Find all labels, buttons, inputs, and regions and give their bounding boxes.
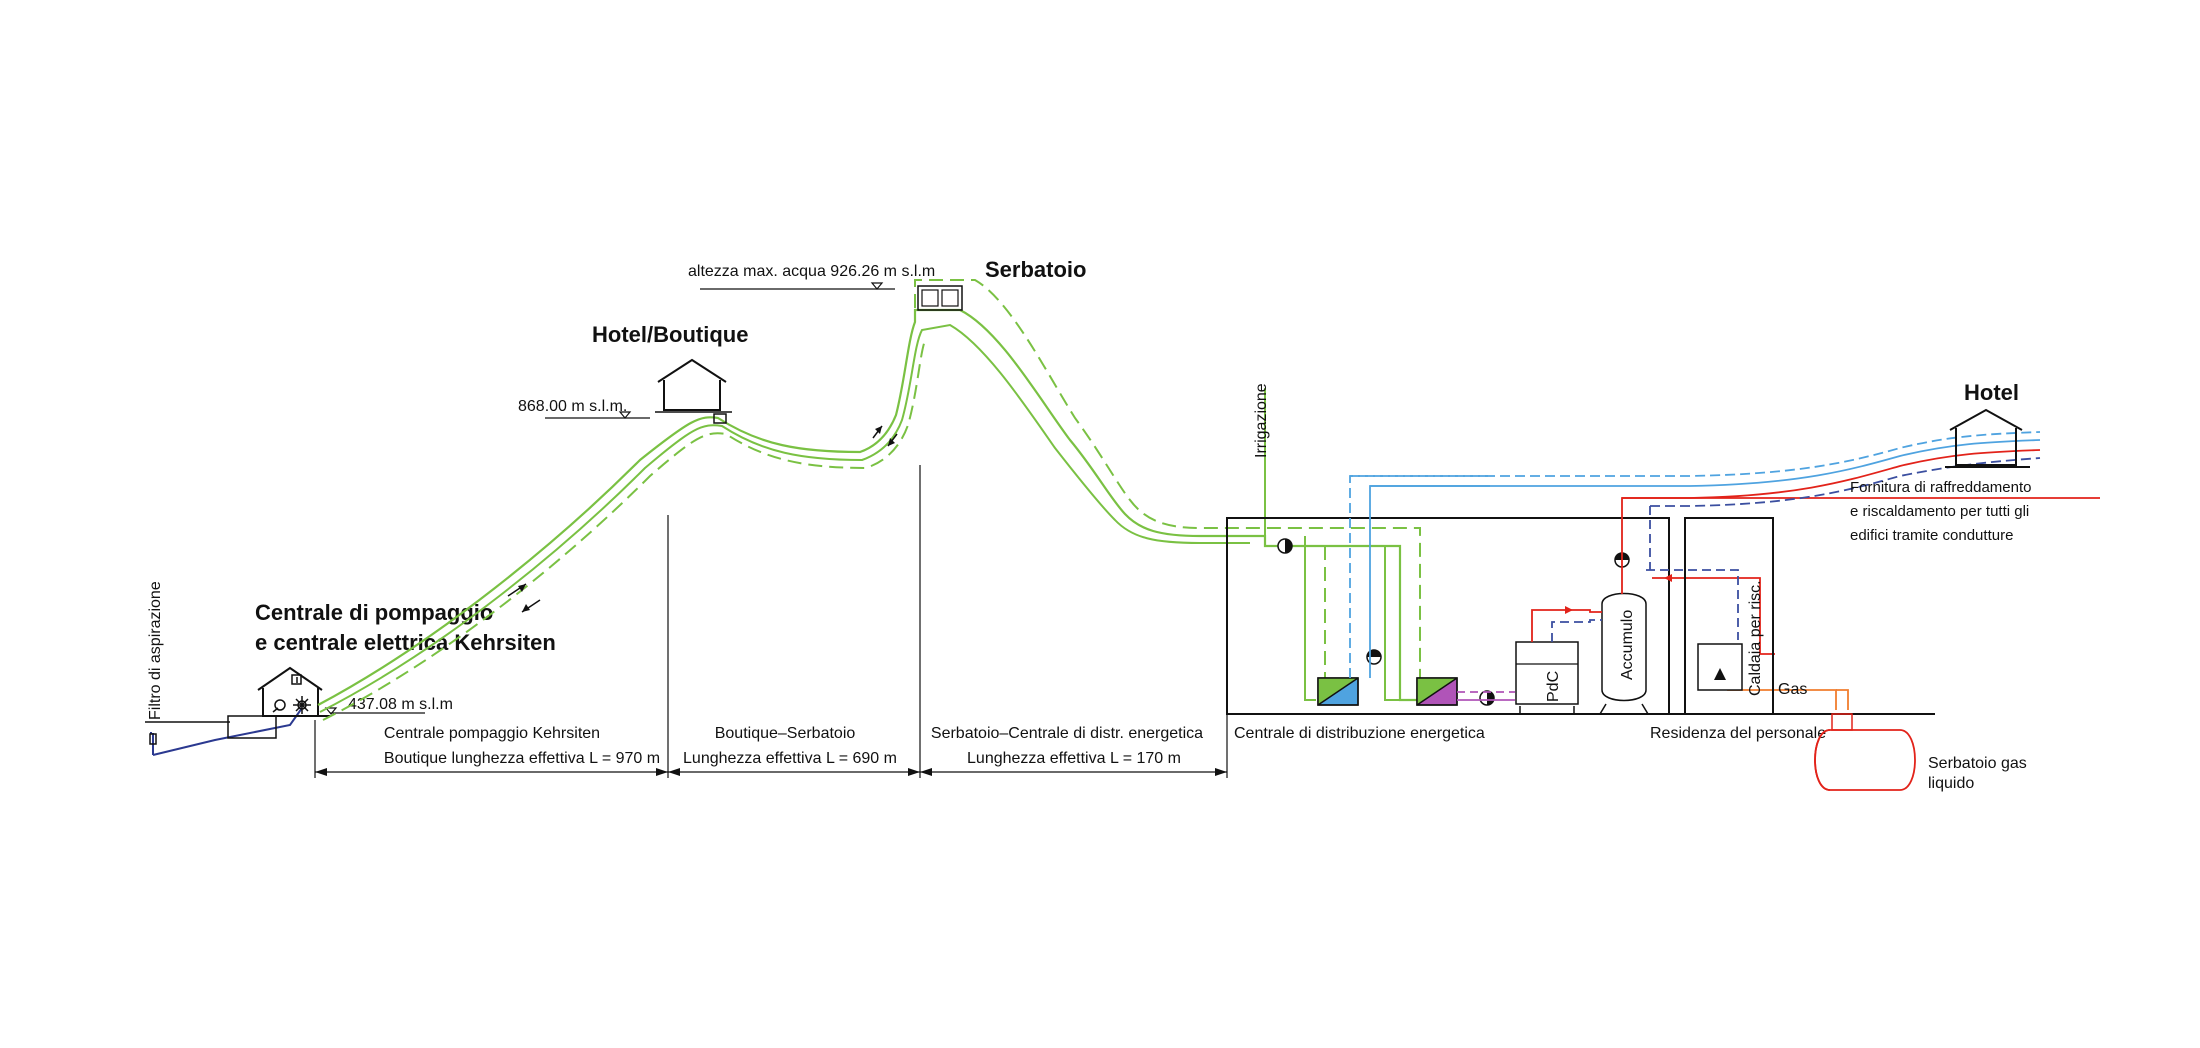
pump-icon — [274, 699, 286, 711]
house-icon — [1949, 408, 2023, 466]
heat-exchanger-icon — [1317, 677, 1359, 706]
hotel-boutique-title: Hotel/Boutique — [592, 322, 748, 347]
residenza-label: Residenza del personale — [1650, 725, 1826, 742]
filtro-label: Filtro di aspirazione — [147, 581, 164, 720]
serbatoio-title: Serbatoio — [985, 257, 1086, 282]
segment-3-line1: Serbatoio–Centrale di distr. energetica — [931, 725, 1203, 742]
filter-icon — [149, 733, 157, 745]
turbine-icon — [293, 696, 311, 714]
reservoir — [700, 282, 963, 311]
fornitura-line2: e riscaldamento per tutti gli — [1850, 503, 2029, 520]
level-marker-icon — [324, 707, 338, 715]
dimension-lines — [314, 465, 1228, 778]
pdc-label: PdC — [1545, 671, 1562, 702]
pump-icon — [1479, 690, 1495, 706]
heat-exchanger-icon — [1416, 677, 1458, 706]
return-line — [1551, 506, 1739, 642]
segment-2-line1: Boutique–Serbatoio — [715, 725, 856, 742]
water-pipeline — [317, 279, 1455, 721]
hotel-boutique-building — [545, 358, 732, 424]
heat-pump-unit — [1515, 641, 1579, 714]
supply-lines-to-hotel — [1350, 431, 2041, 507]
hotel-title: Hotel — [1964, 380, 2019, 405]
elev-centrale: 437.08 m s.l.m — [348, 696, 453, 713]
gas-label: Gas — [1778, 681, 1807, 698]
centrale-title-1: Centrale di pompaggio — [255, 600, 493, 625]
level-marker-icon — [870, 282, 884, 290]
elev-hotel-boutique: 868.00 m s.l.m. — [518, 398, 627, 415]
pump-icon — [1277, 538, 1293, 554]
flow-arrow-icon — [507, 425, 898, 613]
gas-tank-icon — [1814, 689, 1916, 791]
level-marker-icon — [618, 411, 632, 419]
segment-2-line2: Lunghezza effettiva L = 690 m — [683, 750, 897, 767]
energy-central-box — [1226, 517, 1670, 715]
fornitura-line1: Fornitura di raffreddamento — [1850, 479, 2032, 496]
irrigazione-label: Irrigazione — [1253, 383, 1270, 458]
segment-1-line2: Boutique lunghezza effettiva L = 970 m — [384, 750, 660, 767]
caldaia-label: Caldaia per risc. — [1747, 580, 1764, 696]
house-icon — [257, 666, 323, 717]
serbatoio-gas-1: Serbatoio gas — [1928, 755, 2027, 772]
serbatoio-gas-2: liquido — [1928, 775, 1974, 792]
segment-1-line1: Centrale pompaggio Kehrsiten — [384, 725, 600, 742]
fornitura-line3: edifici tramite condutture — [1850, 527, 2013, 544]
hotel-building — [1945, 408, 2030, 468]
storage-tank — [1599, 592, 1649, 715]
staff-residence-box — [1684, 517, 1774, 715]
centrale-distr-label: Centrale di distribuzione energetica — [1234, 725, 1485, 742]
house-icon — [657, 358, 727, 411]
boiler-unit — [1697, 643, 1743, 691]
accumulo-label: Accumulo — [1619, 610, 1636, 680]
pumping-station — [145, 666, 338, 739]
altezza-max-label: altezza max. acqua 926.26 m s.l.m — [688, 263, 935, 280]
centrale-title-2: e centrale elettrica Kehrsiten — [255, 630, 556, 655]
segment-3-line2: Lunghezza effettiva L = 170 m — [967, 750, 1181, 767]
